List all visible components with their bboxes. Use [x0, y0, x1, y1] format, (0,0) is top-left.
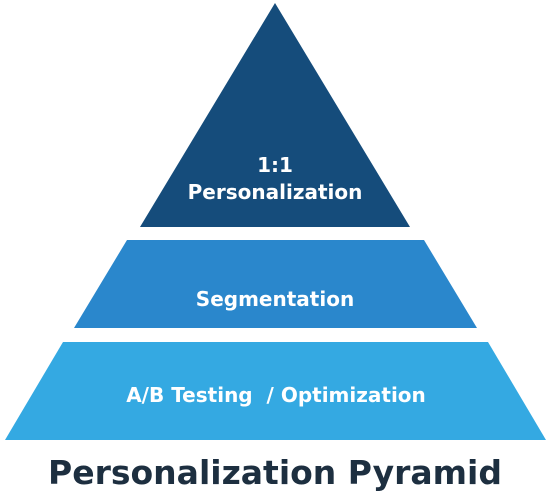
tier-top-label-line2: Personalization — [188, 180, 363, 204]
tier-bottom-label: A/B Testing / Optimization — [126, 383, 426, 407]
pyramid-tier-middle — [74, 240, 477, 328]
pyramid-tier-bottom — [5, 342, 546, 440]
diagram-title: Personalization Pyramid — [48, 453, 502, 492]
tier-top-label-line1: 1:1 — [257, 153, 293, 177]
tier-middle-label: Segmentation — [196, 287, 354, 311]
pyramid-tier-top — [140, 3, 410, 227]
